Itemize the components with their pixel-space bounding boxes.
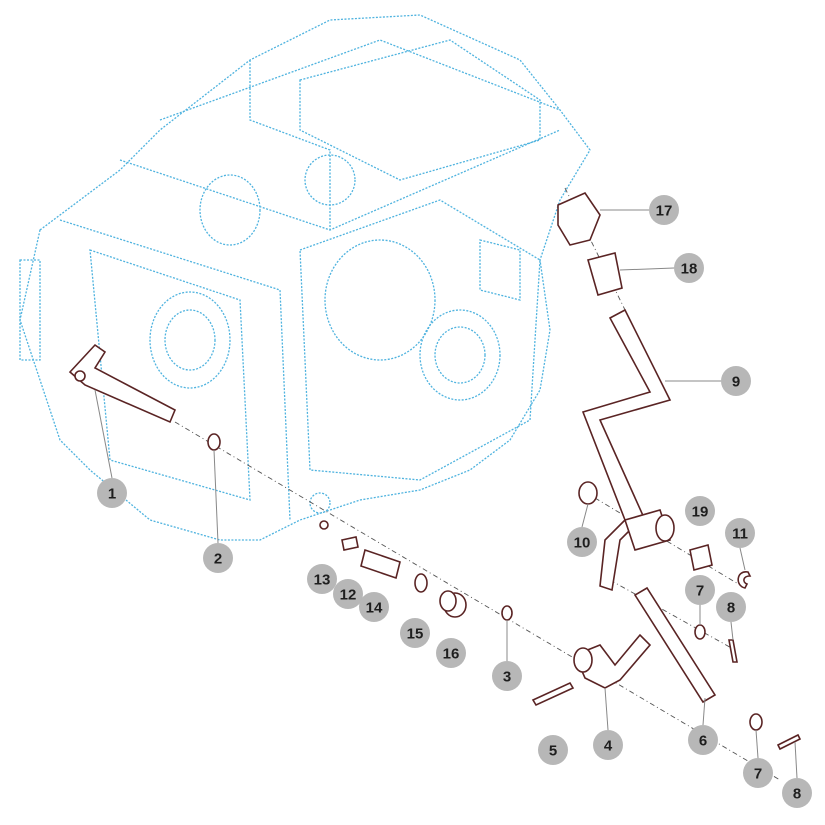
callout-number: 3 [503,669,511,686]
callout-circle [359,592,389,622]
callout-badge: 18 [674,253,704,283]
callout-number: 18 [681,261,698,278]
callout-badge: 3 [492,661,522,691]
callout-number: 9 [732,374,740,391]
callout-badge: 7 [743,758,773,788]
callout-circle [97,478,127,508]
callout-badge: 2 [203,543,233,573]
ball-part-13 [319,520,329,530]
callout-number: 10 [574,535,591,552]
pin-part-5 [531,681,575,707]
knob-part-17 [557,191,601,246]
callout-badge: 14 [359,592,389,622]
callout-circle [725,518,755,548]
callout-number: 15 [407,626,424,643]
callout-circle [400,618,430,648]
callout-number: 17 [656,203,673,220]
callout-circle [685,575,715,605]
bushing-part-14 [360,548,401,580]
pin-part-8a [728,639,738,663]
callout-number: 8 [727,600,735,617]
callout-number: 13 [314,572,331,589]
washer-part-7b [749,713,763,731]
shift-rod-part-9 [581,308,672,592]
callout-badge: 9 [721,366,751,396]
callout-badge: 10 [567,527,597,557]
callout-number: 2 [214,551,222,568]
callout-badge: 16 [436,638,466,668]
callout-badge: 17 [649,195,679,225]
bushing-part-19 [689,543,713,572]
callout-badge: 5 [538,735,568,765]
callout-number: 1 [108,486,116,503]
callout-badge: 8 [782,778,812,808]
callout-badge: 7 [685,575,715,605]
parts [68,191,802,751]
callout-badge: 4 [593,730,623,760]
callout-circle [333,579,363,609]
callout-circle [649,195,679,225]
callout-badge: 12 [333,579,363,609]
callout-number: 5 [549,743,557,760]
callout-badge: 1 [97,478,127,508]
callout-circle [721,366,751,396]
callout-circle [492,661,522,691]
sleeve-part-9-hub [623,509,675,551]
callout-circle [716,592,746,622]
leader-lines [94,209,798,779]
lever-part-4 [573,633,652,689]
callout-circle [593,730,623,760]
o-ring-part-2 [207,433,221,451]
link-plate-part-6 [633,586,717,704]
callout-badge: 8 [716,592,746,622]
callout-circle [674,253,704,283]
callout-circle [538,735,568,765]
callout-badge: 11 [725,518,755,548]
callout-badge: 6 [688,725,718,755]
o-ring-part-15 [414,573,428,593]
callout-circle [307,564,337,594]
callout-circle [688,725,718,755]
callout-number: 19 [692,504,709,521]
washer-part-10 [578,481,598,505]
callout-number: 7 [696,583,704,600]
plug-part-16 [439,590,467,618]
callout-circle [782,778,812,808]
circlip-part-11 [737,571,752,589]
washer-part-7a [694,624,706,640]
callout-number: 16 [443,646,460,663]
callout-number: 11 [732,526,748,543]
pin-part-8b [776,733,802,751]
callout-circle [567,527,597,557]
callout-circle [436,638,466,668]
callout-badge: 15 [400,618,430,648]
callout-circle [743,758,773,788]
callout-number: 14 [366,600,383,617]
o-ring-part-3 [501,605,513,621]
callout-circle [203,543,233,573]
callout-circle [685,496,715,526]
callout-number: 8 [793,786,801,803]
shift-shaft-part-1 [68,343,177,424]
callout-number: 6 [699,733,707,750]
transmission-housing [19,14,591,541]
callout-number: 7 [754,766,762,783]
callout-badge: 13 [307,564,337,594]
callout-number: 4 [604,738,613,755]
sleeve-part-18 [587,252,623,296]
callout-number: 12 [340,587,357,604]
spring-part-12 [341,536,359,551]
callout-badge: 19 [685,496,715,526]
